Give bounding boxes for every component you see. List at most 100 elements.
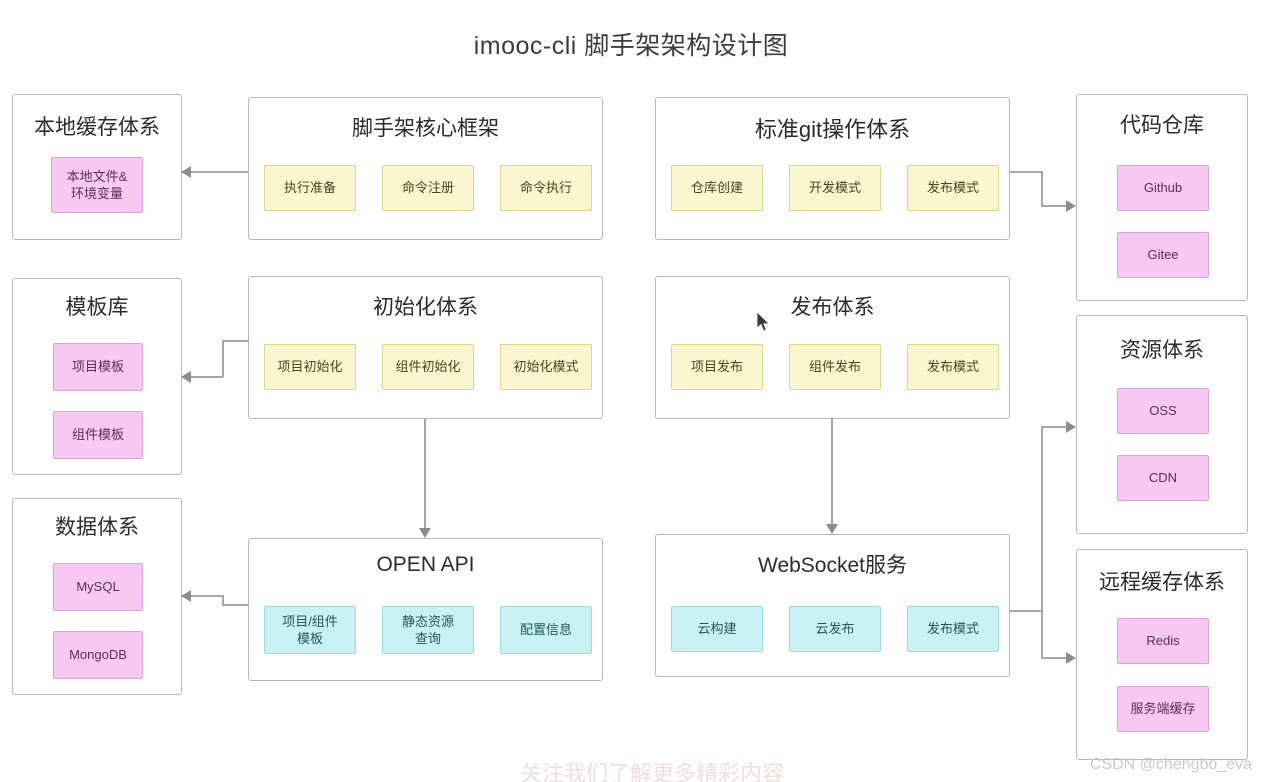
connector-publish-to-websocket: [831, 419, 833, 525]
arrowhead-websocket: [826, 524, 838, 534]
chip-redis[interactable]: Redis: [1117, 618, 1209, 664]
chip-exec-prepare[interactable]: 执行准备: [264, 165, 356, 211]
chip-label: 项目初始化: [277, 359, 343, 375]
group-title-remote-cache: 远程缓存体系: [1099, 571, 1225, 594]
connector-ws-to-remote-vertical: [1041, 610, 1043, 658]
group-template-lib: 模板库 项目模板 组件模板: [12, 278, 182, 475]
chip-publish-mode-ws[interactable]: 发布模式: [907, 606, 999, 652]
connector-init-to-template-seg3: [190, 376, 223, 378]
chip-label: 组件初始化: [395, 359, 461, 375]
group-title-init-system: 初始化体系: [373, 296, 478, 319]
watermark-faint: 关注我们了解更多精彩内容: [520, 761, 785, 782]
chip-label: 开发模式: [808, 180, 861, 196]
chip-dev-mode[interactable]: 开发模式: [789, 165, 881, 211]
group-core-framework: 脚手架核心框架 执行准备 命令注册 命令执行: [248, 97, 603, 240]
watermark: CSDN @chengbo_eva: [1089, 756, 1252, 773]
chip-label: 命令执行: [519, 180, 572, 196]
connector-ws-to-resource: [1041, 426, 1075, 428]
chip-project-component-template[interactable]: 项目/组件模板: [264, 606, 356, 654]
chip-label: 初始化模式: [513, 359, 579, 375]
chip-mongodb[interactable]: MongoDB: [53, 631, 143, 679]
chip-label: 项目发布: [690, 359, 743, 375]
chip-label: Gitee: [1147, 247, 1179, 263]
chip-component-template[interactable]: 组件模板: [53, 411, 143, 459]
arrowhead-open-api: [419, 528, 431, 538]
arrowhead-local-cache: [181, 166, 191, 178]
chip-project-publish[interactable]: 项目发布: [671, 344, 763, 390]
chip-label: 仓库创建: [690, 180, 743, 196]
arrowhead-resource-system: [1066, 421, 1076, 433]
chip-project-template[interactable]: 项目模板: [53, 343, 143, 391]
chip-label: 静态资源查询: [401, 613, 454, 646]
group-code-repo: 代码仓库 Github Gitee: [1076, 94, 1248, 301]
chip-cloud-publish[interactable]: 云发布: [789, 606, 881, 652]
chip-label: 配置信息: [519, 622, 572, 638]
chip-init-mode[interactable]: 初始化模式: [500, 344, 592, 390]
group-title-data-system: 数据体系: [55, 516, 139, 539]
group-resource-system: 资源体系 OSS CDN: [1076, 315, 1248, 534]
group-title-resource-system: 资源体系: [1120, 339, 1204, 362]
group-local-cache: 本地缓存体系 本地文件&环境变量: [12, 94, 182, 240]
chip-local-file-env[interactable]: 本地文件&环境变量: [51, 157, 143, 213]
chip-config-info[interactable]: 配置信息: [500, 606, 592, 654]
arrowhead-template-lib: [181, 371, 191, 383]
chip-cdn[interactable]: CDN: [1117, 455, 1209, 501]
group-title-git-system: 标准git操作体系: [754, 117, 911, 142]
chip-label: 本地文件&环境变量: [66, 168, 128, 201]
group-title-open-api: OPEN API: [376, 553, 475, 576]
group-publish-system: 发布体系 项目发布 组件发布 发布模式: [655, 276, 1010, 419]
connector-core-to-local-cache: [190, 171, 248, 173]
connector-ws-trunk-vertical: [1041, 426, 1043, 611]
chip-label: Github: [1143, 180, 1183, 196]
page-title: imooc-cli 脚手架架构设计图: [473, 32, 789, 60]
connector-ws-trunk-stub: [1010, 610, 1043, 612]
connector-git-to-repo-seg1: [1010, 171, 1042, 173]
group-title-core-framework: 脚手架核心框架: [352, 117, 499, 140]
chip-label: 服务端缓存: [1130, 701, 1196, 717]
chip-label: 组件模板: [71, 427, 124, 443]
chip-project-init[interactable]: 项目初始化: [264, 344, 356, 390]
chip-publish-mode-git[interactable]: 发布模式: [907, 165, 999, 211]
chip-publish-mode[interactable]: 发布模式: [907, 344, 999, 390]
chip-component-publish[interactable]: 组件发布: [789, 344, 881, 390]
group-title-websocket: WebSocket服务: [758, 554, 907, 577]
chip-cloud-build[interactable]: 云构建: [671, 606, 763, 652]
chip-label: 项目/组件模板: [282, 613, 338, 646]
chip-static-resource-query[interactable]: 静态资源查询: [382, 606, 474, 654]
chip-server-cache[interactable]: 服务端缓存: [1117, 686, 1209, 732]
chip-gitee[interactable]: Gitee: [1117, 232, 1209, 278]
chip-github[interactable]: Github: [1117, 165, 1209, 211]
group-title-local-cache: 本地缓存体系: [34, 116, 160, 139]
chip-label: CDN: [1148, 470, 1178, 486]
connector-init-to-template-seg2: [222, 340, 224, 377]
arrowhead-data-system: [181, 590, 191, 602]
chip-oss[interactable]: OSS: [1117, 388, 1209, 434]
chip-command-register[interactable]: 命令注册: [382, 165, 474, 211]
arrowhead-code-repo: [1066, 200, 1076, 212]
group-title-code-repo: 代码仓库: [1120, 114, 1204, 137]
mouse-cursor-icon: [757, 312, 770, 332]
chip-label: 发布模式: [926, 621, 979, 637]
chip-label: 组件发布: [808, 359, 861, 375]
connector-git-to-repo-seg3: [1041, 205, 1075, 207]
chip-label: 发布模式: [926, 180, 979, 196]
chip-command-exec[interactable]: 命令执行: [500, 165, 592, 211]
connector-init-to-template-seg1: [222, 340, 249, 342]
connector-ws-to-remote-cache: [1041, 657, 1075, 659]
chip-label: MongoDB: [69, 647, 127, 663]
chip-repo-create[interactable]: 仓库创建: [671, 165, 763, 211]
group-remote-cache: 远程缓存体系 Redis 服务端缓存: [1076, 549, 1248, 760]
group-git-system: 标准git操作体系 仓库创建 开发模式 发布模式: [655, 97, 1010, 240]
chip-component-init[interactable]: 组件初始化: [382, 344, 474, 390]
connector-init-to-openapi: [424, 419, 426, 529]
chip-label: OSS: [1149, 403, 1177, 419]
chip-mysql[interactable]: MySQL: [53, 563, 143, 611]
chip-label: 执行准备: [283, 180, 336, 196]
connector-openapi-to-data-seg3: [190, 595, 223, 597]
chip-label: 云发布: [815, 621, 855, 637]
group-title-publish-system: 发布体系: [790, 296, 875, 319]
connector-git-to-repo-seg2: [1041, 171, 1043, 206]
group-data-system: 数据体系 MySQL MongoDB: [12, 498, 182, 695]
group-open-api: OPEN API 项目/组件模板 静态资源查询 配置信息: [248, 538, 603, 681]
group-title-template-lib: 模板库: [65, 296, 129, 319]
